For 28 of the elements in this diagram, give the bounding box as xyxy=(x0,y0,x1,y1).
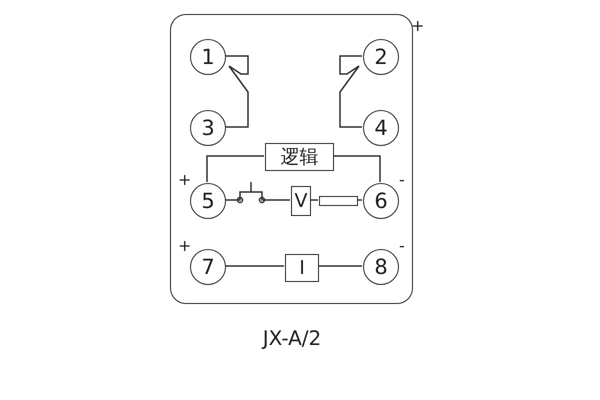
caption: JX-A/2 xyxy=(260,326,322,350)
wire xyxy=(225,265,284,267)
wire xyxy=(206,155,264,182)
polarity-sign: + xyxy=(411,18,424,34)
polarity-sign: + xyxy=(178,238,192,254)
resistor-symbol xyxy=(319,196,358,206)
terminal-circle: 4 xyxy=(363,110,399,146)
terminal-circle: 1 xyxy=(190,39,226,75)
wire xyxy=(310,199,318,201)
polarity-sign: - xyxy=(399,172,405,188)
polarity-sign: - xyxy=(399,238,405,254)
terminal-circle: 6 xyxy=(363,183,399,219)
terminal-circle: 5 xyxy=(190,183,226,219)
terminal-circle: 8 xyxy=(363,249,399,285)
wire xyxy=(225,191,290,201)
component-box: 逻辑 xyxy=(265,143,334,171)
wire xyxy=(339,55,362,128)
relay-case xyxy=(170,14,413,304)
terminal-circle: 7 xyxy=(190,249,226,285)
component-box: I xyxy=(285,254,319,282)
polarity-sign: + xyxy=(178,172,192,188)
terminal-circle: 3 xyxy=(190,110,226,146)
wire xyxy=(333,155,381,182)
wire xyxy=(357,199,362,201)
component-box: V xyxy=(291,186,311,216)
wire xyxy=(318,265,362,267)
wire xyxy=(225,55,249,128)
terminal-circle: 2 xyxy=(363,39,399,75)
